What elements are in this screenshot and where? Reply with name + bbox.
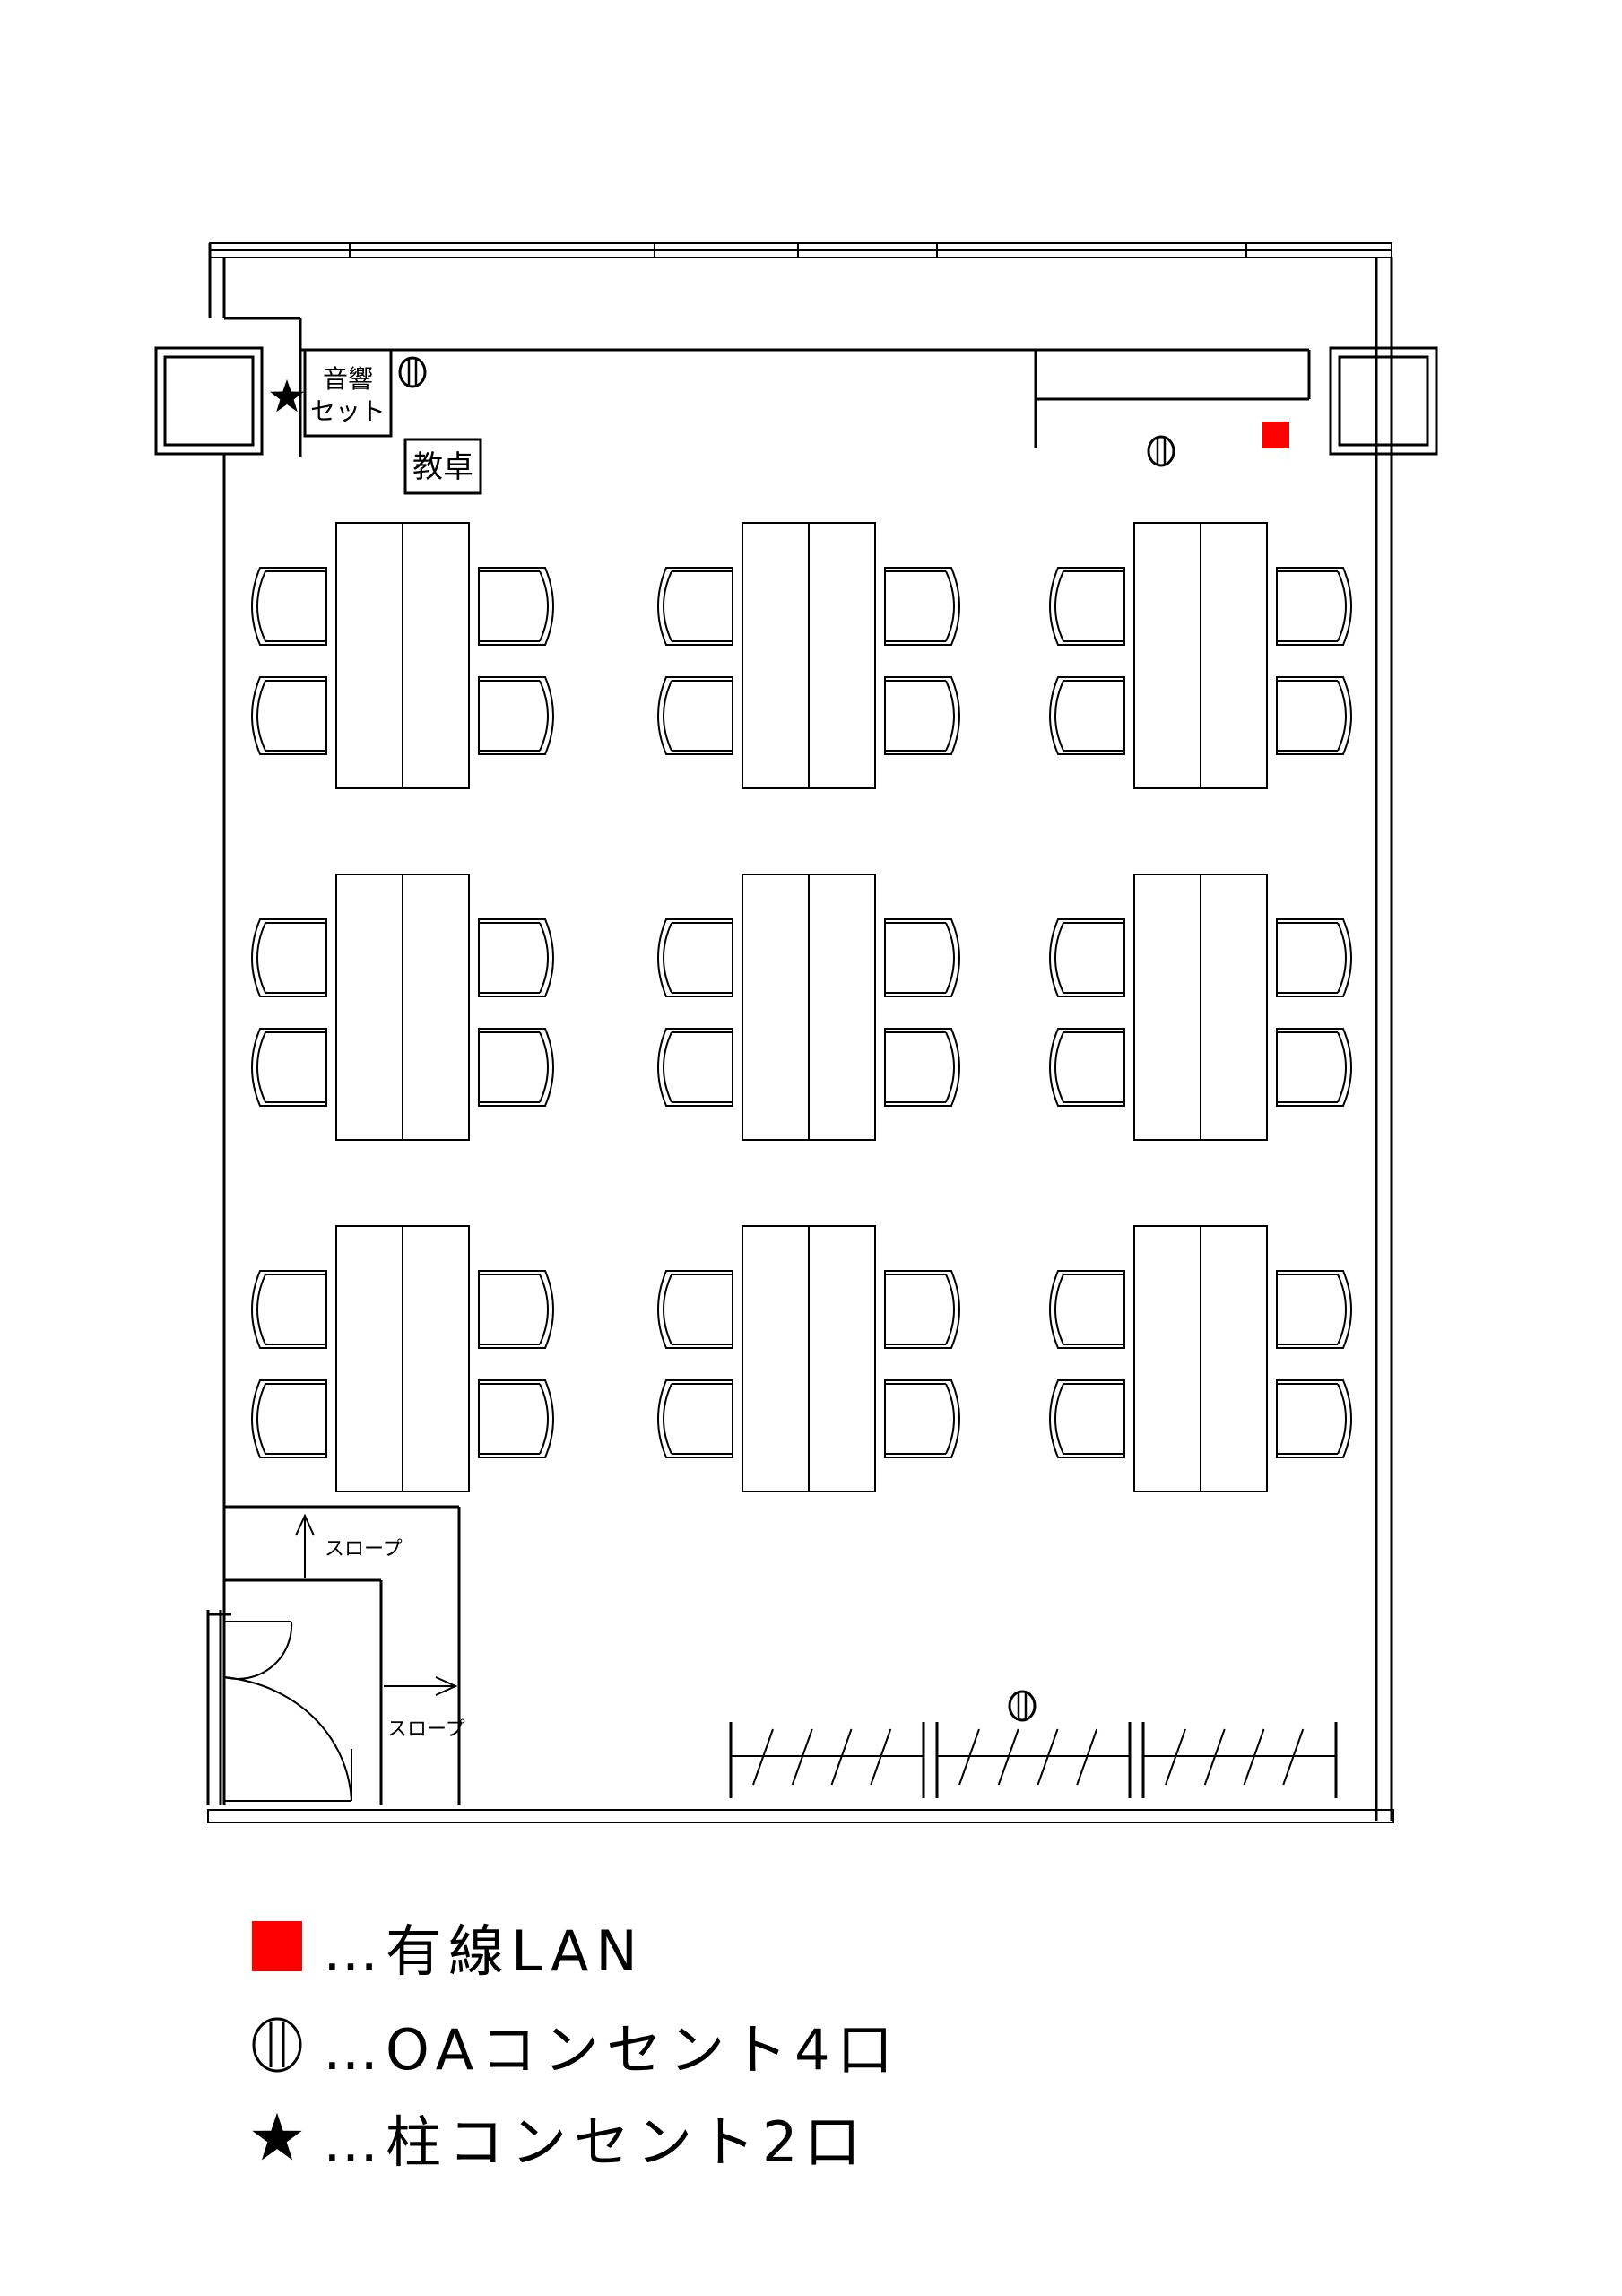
oa-outlet-icon xyxy=(249,2017,305,2073)
chair xyxy=(657,676,733,755)
lan-port xyxy=(1262,422,1289,448)
chair xyxy=(1276,1270,1352,1349)
lectern-label: 教卓 xyxy=(412,449,473,485)
table-group xyxy=(1133,1225,1268,1492)
chair xyxy=(1276,1028,1352,1107)
seating-area xyxy=(251,522,1352,1492)
table-group xyxy=(742,1225,876,1492)
table-group xyxy=(335,1225,470,1492)
chair xyxy=(1049,676,1125,755)
slope-label-top: スロープ xyxy=(325,1538,403,1561)
chair xyxy=(884,1379,960,1458)
chair xyxy=(251,918,327,997)
chair xyxy=(1276,1379,1352,1458)
front-counter xyxy=(1034,350,1311,448)
oa-outlet-icon xyxy=(1147,435,1175,467)
chair xyxy=(1049,567,1125,646)
chair xyxy=(478,1379,554,1458)
chair xyxy=(1276,676,1352,755)
table-group xyxy=(1133,522,1268,789)
legend-lan-text: …有線LAN xyxy=(323,1918,645,1984)
table-group xyxy=(1133,874,1268,1141)
table-group xyxy=(335,874,470,1141)
sound-set-label-1: 音響 xyxy=(323,364,373,394)
sound-set: 音響 セット xyxy=(303,348,393,438)
chair xyxy=(478,918,554,997)
chair xyxy=(657,1270,733,1349)
oa-outlet-icon xyxy=(398,356,427,388)
chair xyxy=(657,1379,733,1458)
table-group xyxy=(742,874,876,1141)
chair xyxy=(251,1379,327,1458)
pillar-left xyxy=(154,346,264,456)
chair xyxy=(1049,1028,1125,1107)
entrance-area: スロープ スロープ xyxy=(206,1505,465,1805)
sound-set-label-2: セット xyxy=(310,396,386,426)
legend-star-text: …柱コンセント2口 xyxy=(323,2109,868,2175)
chair xyxy=(1276,918,1352,997)
chair xyxy=(884,1270,960,1349)
star-icon xyxy=(249,2109,305,2165)
chair xyxy=(657,918,733,997)
oa-outlet-icon xyxy=(1008,1690,1037,1722)
partition xyxy=(1141,1722,1338,1798)
legend-oa: …OAコンセント4口 xyxy=(249,2005,900,2085)
legend-lan: …有線LAN xyxy=(249,1906,645,1987)
table-group xyxy=(335,522,470,789)
pillar-right xyxy=(1329,346,1438,456)
slope-label-bottom: スロープ xyxy=(387,1718,465,1741)
partition xyxy=(935,1722,1132,1798)
lan-square-icon xyxy=(249,1918,305,1974)
chair xyxy=(478,1270,554,1349)
chair xyxy=(884,1028,960,1107)
chair xyxy=(251,567,327,646)
lectern: 教卓 xyxy=(403,438,482,495)
chair xyxy=(478,1028,554,1107)
partition xyxy=(729,1722,925,1798)
chair xyxy=(1049,1379,1125,1458)
chair xyxy=(657,567,733,646)
chair xyxy=(884,918,960,997)
chair xyxy=(884,676,960,755)
pillar-outlet-star-icon xyxy=(270,379,304,413)
chair xyxy=(251,676,327,755)
legend-oa-text: …OAコンセント4口 xyxy=(323,2017,900,2083)
chair xyxy=(251,1270,327,1349)
table-group xyxy=(742,522,876,789)
room-walls xyxy=(207,242,1394,1823)
chair xyxy=(478,676,554,755)
chair xyxy=(478,567,554,646)
chair xyxy=(251,1028,327,1107)
chair xyxy=(884,567,960,646)
chair xyxy=(1276,567,1352,646)
legend-star: …柱コンセント2口 xyxy=(249,2097,867,2178)
back-partitions xyxy=(729,1722,1338,1798)
chair xyxy=(1049,1270,1125,1349)
chair xyxy=(657,1028,733,1107)
chair xyxy=(1049,918,1125,997)
